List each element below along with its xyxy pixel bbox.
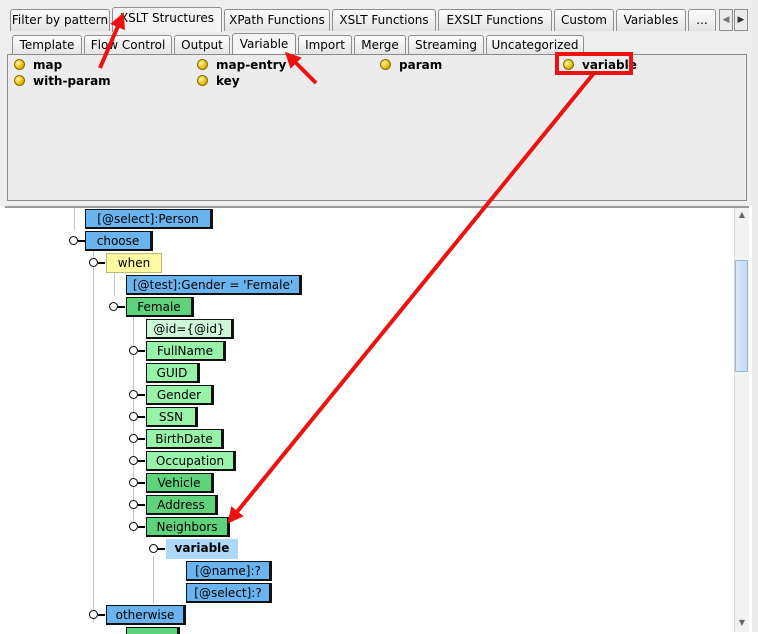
structure-bullet-icon (563, 59, 574, 70)
expand-toggle-icon[interactable] (129, 434, 145, 443)
tree-node[interactable]: @id={@id} (146, 319, 234, 339)
structure-bullet-icon (197, 75, 208, 86)
expand-toggle-icon[interactable] (89, 610, 105, 619)
structure-item[interactable]: with-param (14, 74, 111, 88)
expand-toggle-icon[interactable] (129, 456, 145, 465)
tab-uncategorized[interactable]: Uncategorized (486, 35, 584, 55)
expand-toggle-icon[interactable] (129, 500, 145, 509)
tab-template[interactable]: Template (12, 35, 82, 55)
tab-variable[interactable]: Variable (232, 33, 296, 56)
tab-filter-by-pattern[interactable]: Filter by pattern (10, 9, 110, 31)
expand-toggle-icon[interactable] (69, 236, 85, 245)
tree-node[interactable]: otherwise (106, 605, 186, 625)
expand-toggle-icon[interactable] (109, 302, 125, 311)
tree-node-partial[interactable] (126, 627, 180, 634)
tree-node[interactable]: GUID (146, 363, 200, 383)
tree-node[interactable]: SSN (146, 407, 198, 427)
structure-item[interactable]: key (197, 74, 240, 88)
mapping-tree: [@select]:Person choose when [@test]:Gen… (5, 206, 749, 634)
tab-variables[interactable]: Variables (616, 9, 686, 31)
expand-toggle-icon[interactable] (129, 478, 145, 487)
tree-node-selected[interactable]: variable (166, 539, 238, 559)
tree-node[interactable]: when (106, 253, 162, 273)
expand-toggle-icon[interactable] (129, 412, 145, 421)
tree-guide-line (153, 556, 154, 604)
tab-flow-control[interactable]: Flow Control (84, 35, 172, 55)
tree-guide-line (133, 314, 134, 534)
vertical-scrollbar[interactable]: ▲ ▼ (734, 208, 749, 632)
tree-node[interactable]: choose (85, 231, 153, 251)
structure-bullet-icon (197, 59, 208, 70)
tab-xslt-structures[interactable]: XSLT Structures (112, 7, 222, 32)
window-edge (752, 0, 758, 632)
tree-node[interactable]: Neighbors (146, 517, 230, 537)
tree-guide-line (74, 208, 75, 230)
scrollbar-thumb[interactable] (735, 260, 748, 372)
tab-streaming[interactable]: Streaming (408, 35, 484, 55)
highlight-box (555, 52, 633, 75)
scroll-down-icon[interactable]: ▼ (738, 618, 746, 627)
tree-node[interactable]: [@name]:? (186, 561, 272, 581)
structures-list: map map-entry param variable with-param … (7, 54, 747, 201)
tab-custom[interactable]: Custom (554, 9, 614, 31)
structure-bullet-icon (14, 59, 25, 70)
structure-bullet-icon (14, 75, 25, 86)
structure-item[interactable]: param (380, 58, 442, 72)
tree-node[interactable]: Address (146, 495, 218, 515)
chevron-left-icon[interactable]: ◀ (719, 9, 733, 31)
tab-xslt-functions[interactable]: XSLT Functions (332, 9, 436, 31)
tree-guide-line (93, 248, 94, 623)
tab-exslt-functions[interactable]: EXSLT Functions (438, 9, 552, 31)
structure-item[interactable]: variable (563, 58, 637, 72)
tab-xpath-functions[interactable]: XPath Functions (224, 9, 330, 31)
structure-item[interactable]: map (14, 58, 62, 72)
expand-toggle-icon[interactable] (129, 390, 145, 399)
tree-node[interactable]: FullName (146, 341, 226, 361)
tree-node[interactable]: [@select]:Person (85, 209, 213, 229)
tab-merge[interactable]: Merge (354, 35, 406, 55)
structure-item[interactable]: map-entry (197, 58, 286, 72)
expand-toggle-icon[interactable] (129, 522, 145, 531)
scroll-up-icon[interactable]: ▲ (738, 210, 746, 219)
tree-node[interactable]: [@test]:Gender = 'Female' (126, 275, 302, 295)
chevron-right-icon[interactable]: ▶ (734, 9, 748, 31)
expand-toggle-icon[interactable] (129, 346, 145, 355)
tab-import[interactable]: Import (298, 35, 352, 55)
tree-guide-line (114, 270, 115, 296)
tree-node[interactable]: BirthDate (146, 429, 224, 449)
tab-more[interactable]: ... (688, 9, 716, 31)
tree-node[interactable]: Female (126, 297, 194, 317)
tree-node[interactable]: Occupation (146, 451, 236, 471)
expand-toggle-icon[interactable] (89, 258, 105, 267)
tab-output[interactable]: Output (174, 35, 230, 55)
expand-toggle-icon[interactable] (149, 544, 165, 553)
tree-node[interactable]: [@select]:? (186, 583, 272, 603)
tree-node[interactable]: Gender (146, 385, 214, 405)
structure-bullet-icon (380, 59, 391, 70)
structures-panel: Filter by pattern XSLT Structures XPath … (0, 0, 758, 206)
tree-node[interactable]: Vehicle (146, 473, 214, 493)
